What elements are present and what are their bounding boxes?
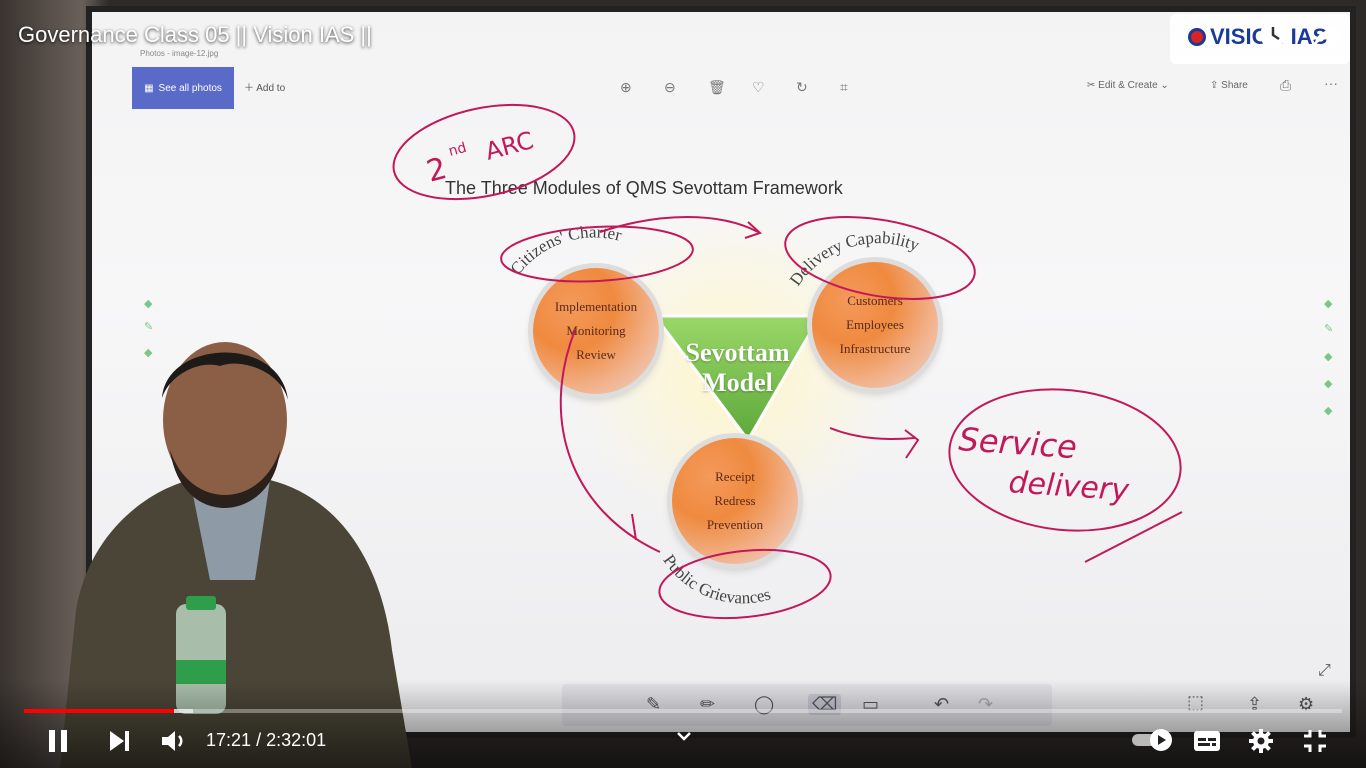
ink-circle-grievances bbox=[658, 548, 832, 620]
module-item: Review bbox=[576, 347, 616, 362]
edit-create-button: ✂ Edit & Create ⌄ bbox=[1087, 80, 1169, 91]
share-icon[interactable] bbox=[1312, 20, 1344, 50]
pause-button[interactable] bbox=[46, 728, 72, 754]
crop-icon: ⌗ bbox=[840, 79, 848, 95]
print-icon: ⎙ bbox=[1280, 77, 1292, 93]
ink-circle-service bbox=[948, 388, 1182, 532]
side-tool-icon: ◆ bbox=[1324, 351, 1333, 363]
photo-path: Photos - image-12.jpg bbox=[140, 49, 219, 58]
more-icon: ··· bbox=[1324, 75, 1338, 91]
photos-toolbar: ▦ See all photos ＋ Add to ⊕ ⊖ 🗑 ♡ ↻ ⌗ ✂ … bbox=[132, 67, 1340, 111]
side-tool-icon: ◆ bbox=[144, 298, 153, 310]
diagram-title: The Three Modules of QMS Sevottam Framew… bbox=[445, 178, 843, 198]
side-tool-icon: ◆ bbox=[144, 347, 153, 359]
add-to-button: ＋ Add to bbox=[244, 83, 286, 94]
time-display: 17:21 / 2:32:01 bbox=[206, 730, 326, 751]
time-separator: / bbox=[256, 730, 262, 750]
ink-arrowhead bbox=[904, 429, 920, 459]
ink-arrow-top bbox=[599, 216, 759, 233]
ink-text-delivery: delivery bbox=[1007, 465, 1131, 508]
ink-circle-citizens bbox=[500, 225, 694, 283]
share-photo-label: Share bbox=[1221, 80, 1248, 91]
delete-icon: 🗑 bbox=[708, 79, 726, 95]
share-photo-button: ⇪ Share bbox=[1210, 80, 1248, 91]
module-item: Monitoring bbox=[566, 323, 626, 338]
ink-underline bbox=[1084, 511, 1183, 563]
settings-gear-icon[interactable] bbox=[1248, 728, 1274, 754]
sevottam-line2: Model bbox=[702, 368, 773, 397]
side-tool-icon: ◆ bbox=[1324, 298, 1333, 310]
subtitles-button[interactable] bbox=[1192, 728, 1222, 754]
ink-text-nd: nd bbox=[447, 140, 468, 160]
photos-icon: ▦ bbox=[144, 82, 154, 94]
side-tool-icon: ◆ bbox=[1324, 405, 1333, 417]
see-all-photos-button: ▦ See all photos bbox=[132, 67, 234, 109]
see-all-label: See all photos bbox=[158, 82, 222, 94]
sevottam-line1: Sevottam bbox=[685, 338, 790, 367]
module-item: Employees bbox=[846, 317, 904, 332]
ink-circle-delivery bbox=[784, 216, 976, 300]
ink-arrowhead bbox=[744, 221, 762, 239]
ink-text-arc: ARC bbox=[482, 126, 536, 166]
side-tool-icon: ◆ bbox=[1324, 378, 1333, 390]
controls-shade bbox=[0, 680, 1366, 768]
video-title: Governance Class 05 || Vision IAS || bbox=[18, 22, 372, 47]
sevottam-model-label: Sevottam Model bbox=[655, 338, 820, 398]
presenter-face bbox=[163, 342, 287, 498]
watch-later-icon[interactable] bbox=[1258, 20, 1288, 50]
ink-tick bbox=[631, 513, 637, 541]
module-item: Receipt bbox=[715, 469, 755, 484]
zoom-in-icon: ⊕ bbox=[620, 79, 632, 95]
module-circle-citizens-charter: Implementation Monitoring Review bbox=[533, 268, 659, 394]
zoom-out-icon: ⊖ bbox=[664, 79, 676, 95]
module-circle-delivery-capability: Customers Employees Infrastructure bbox=[812, 262, 938, 388]
ink-text-service: Service bbox=[957, 420, 1078, 466]
duration: 2:32:01 bbox=[266, 730, 327, 750]
module-item: Implementation bbox=[554, 299, 638, 314]
next-button[interactable] bbox=[108, 728, 132, 754]
presenter-hair bbox=[162, 352, 288, 400]
fullscreen-exit-icon[interactable] bbox=[1302, 728, 1328, 754]
volume-button[interactable] bbox=[160, 728, 188, 754]
module-item: Redress bbox=[714, 493, 756, 508]
bottle-cap bbox=[186, 596, 216, 610]
presenter-beard bbox=[170, 450, 280, 508]
side-tool-icon: ✎ bbox=[1324, 323, 1334, 335]
rotate-icon: ↻ bbox=[796, 79, 808, 95]
ink-circle-arc bbox=[392, 103, 576, 201]
side-tool-icon: ✎ bbox=[144, 321, 154, 333]
progress-bar[interactable] bbox=[24, 709, 1342, 713]
edit-create-label: Edit & Create bbox=[1098, 80, 1158, 91]
current-time: 17:21 bbox=[206, 730, 252, 750]
favorite-icon: ♡ bbox=[752, 79, 765, 95]
logo-mark-icon bbox=[1188, 28, 1206, 46]
progress-played bbox=[24, 709, 175, 713]
expand-icon: ⤢ bbox=[1318, 662, 1331, 679]
autoplay-toggle[interactable] bbox=[1130, 727, 1176, 753]
module-circle-public-grievances: Receipt Redress Prevention bbox=[672, 438, 798, 564]
ink-arrow-left bbox=[559, 329, 661, 553]
ink-text-2: 2 bbox=[423, 151, 451, 190]
chevron-down-icon[interactable] bbox=[674, 726, 694, 746]
module-item: Prevention bbox=[706, 517, 764, 532]
sevottam-triangle bbox=[652, 314, 823, 443]
module-item: Infrastructure bbox=[839, 341, 911, 356]
add-to-label: Add to bbox=[256, 83, 286, 94]
ink-arrow-right bbox=[829, 427, 916, 440]
